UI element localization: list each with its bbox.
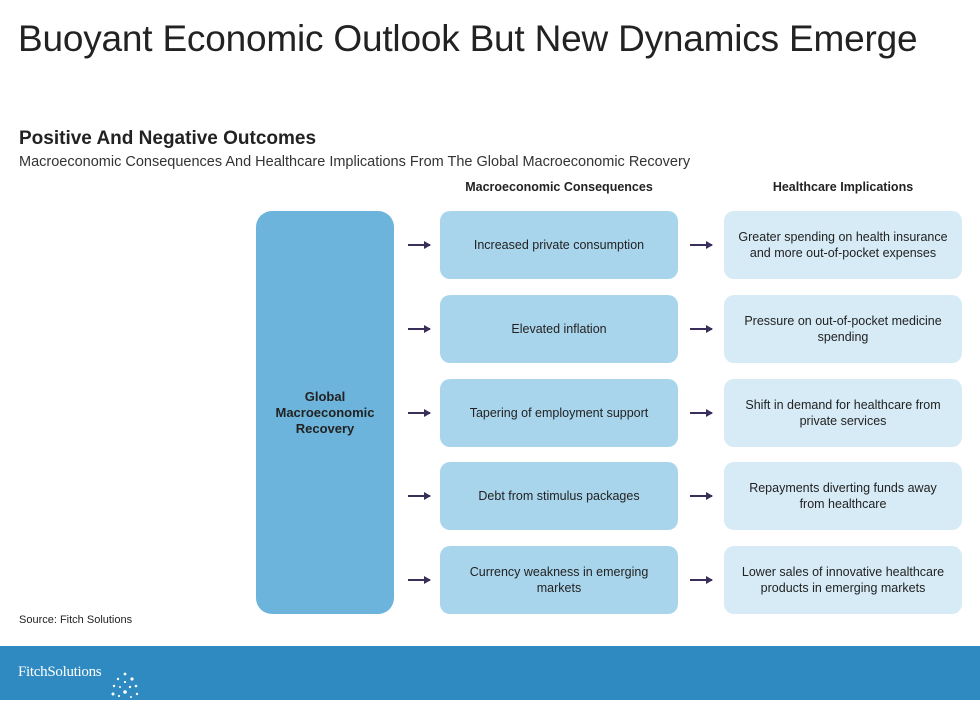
- macro-consequence-box: Elevated inflation: [440, 295, 678, 363]
- footer-bar: FitchSolutions: [0, 646, 980, 712]
- arrow-icon: [408, 576, 431, 583]
- arrow-icon: [690, 576, 713, 583]
- macro-consequence-box: Increased private consumption: [440, 211, 678, 279]
- source-note: Source: Fitch Solutions: [19, 614, 133, 626]
- column-header-health: Healthcare Implications: [772, 180, 914, 194]
- healthcare-implication-box: Shift in demand for healthcare from priv…: [724, 379, 962, 447]
- arrow-icon: [690, 492, 713, 499]
- flow-row: Debt from stimulus packages Repayments d…: [0, 462, 980, 530]
- column-header-macro: Macroeconomic Consequences: [465, 180, 653, 194]
- logo-text: FitchSolutions: [18, 664, 102, 680]
- company-logo: FitchSolutions: [18, 664, 139, 712]
- arrow-icon: [408, 241, 431, 248]
- healthcare-implication-box: Greater spending on health insurance and…: [724, 211, 962, 279]
- section-title: Positive And Negative Outcomes: [19, 128, 317, 149]
- section-subtitle: Macroeconomic Consequences And Healthcar…: [19, 154, 691, 170]
- arrow-icon: [408, 409, 431, 416]
- arrow-icon: [408, 492, 431, 499]
- source-node-global-recovery: Global Macroeconomic Recovery: [256, 211, 394, 614]
- arrow-icon: [690, 325, 713, 332]
- healthcare-implication-box: Repayments diverting funds away from hea…: [724, 462, 962, 530]
- flow-row: Tapering of employment support Shift in …: [0, 379, 980, 447]
- macro-consequence-box: Currency weakness in emerging markets: [440, 546, 678, 614]
- flow-row: Increased private consumption Greater sp…: [0, 211, 980, 279]
- arrow-icon: [690, 241, 713, 248]
- healthcare-implication-box: Lower sales of innovative healthcare pro…: [724, 546, 962, 614]
- starburst-icon: [111, 672, 139, 712]
- flow-row: Elevated inflation Pressure on out-of-po…: [0, 295, 980, 363]
- macro-consequence-box: Tapering of employment support: [440, 379, 678, 447]
- healthcare-implication-box: Pressure on out-of-pocket medicine spend…: [724, 295, 962, 363]
- arrow-icon: [408, 325, 431, 332]
- flow-row: Currency weakness in emerging markets Lo…: [0, 546, 980, 614]
- macro-consequence-box: Debt from stimulus packages: [440, 462, 678, 530]
- arrow-icon: [690, 409, 713, 416]
- page-title: Buoyant Economic Outlook But New Dynamic…: [18, 18, 918, 59]
